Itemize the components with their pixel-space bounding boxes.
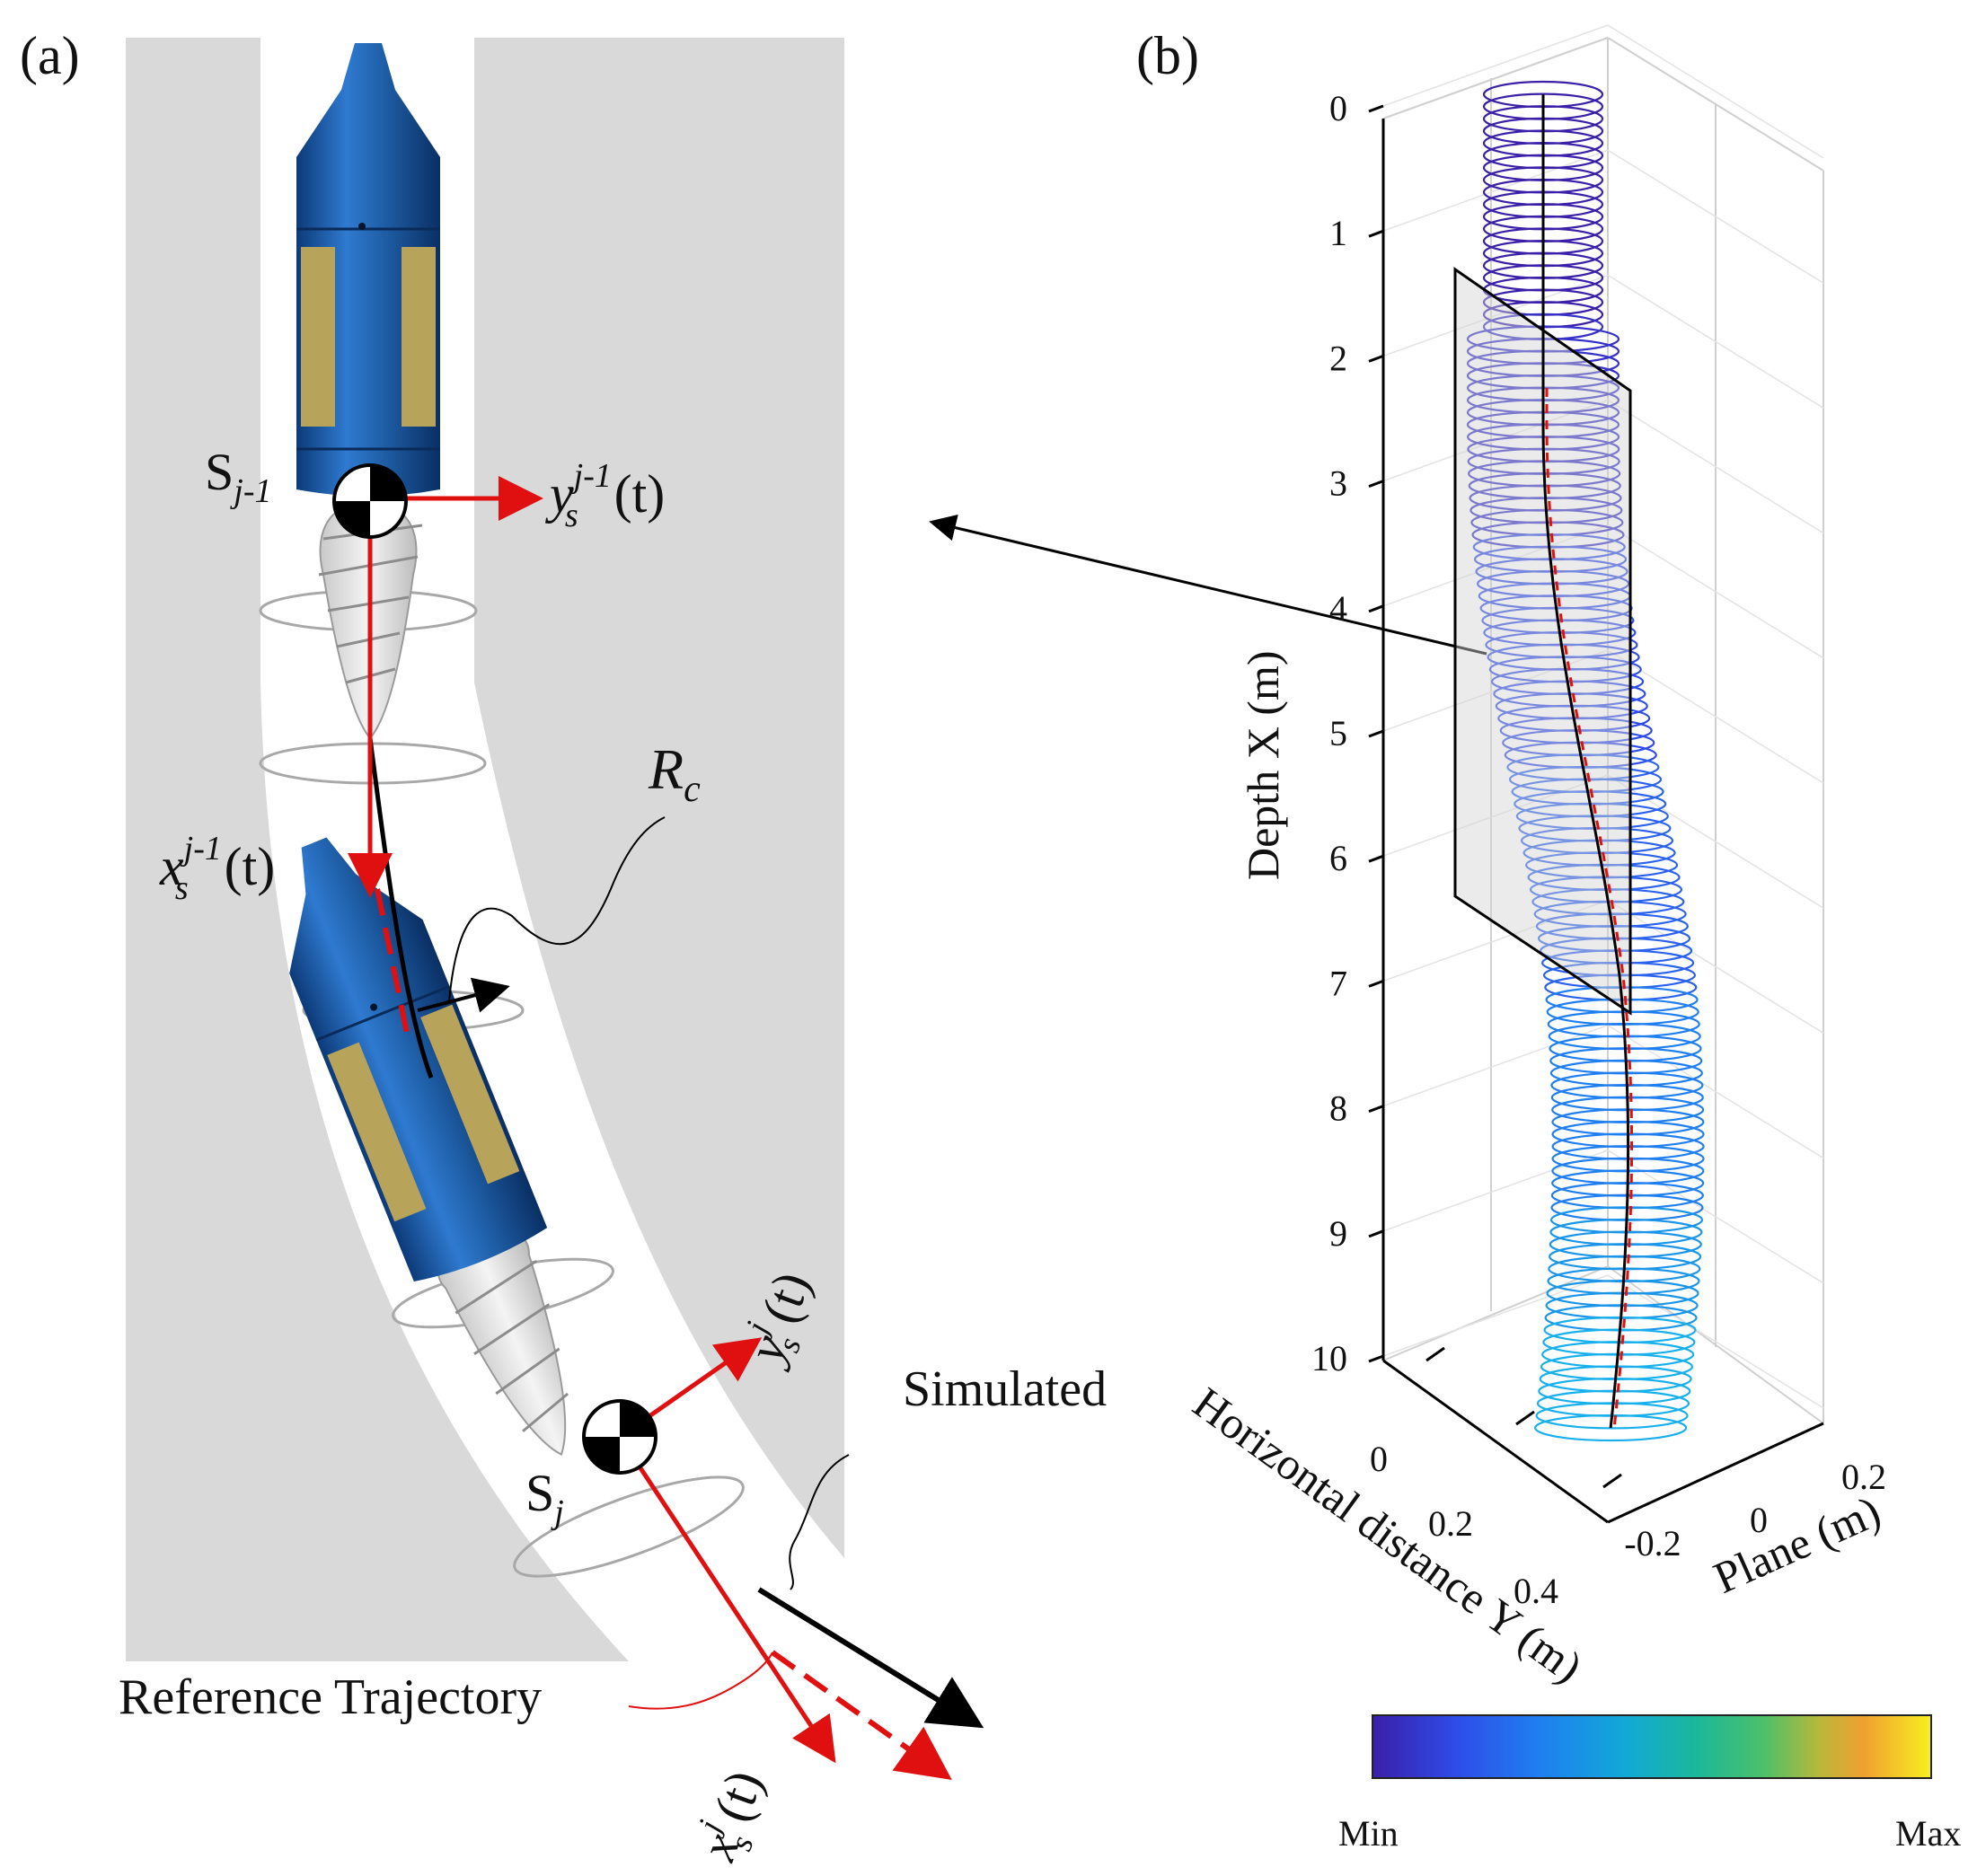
depth-tick-mark <box>1368 1105 1384 1114</box>
depth-tick-label: 5 <box>1329 713 1347 753</box>
horizontal-axis-line <box>1382 1359 1609 1524</box>
reference-trajectory-arrow <box>771 1650 952 1780</box>
centerline-simulated <box>1541 94 1630 1429</box>
simulated-trajectory-path <box>367 737 434 1079</box>
depth-tick-mark <box>1368 480 1384 489</box>
plane-tick-label: 0 <box>1750 1500 1768 1540</box>
grid-line <box>1607 649 1824 784</box>
grid-line <box>1607 149 1824 284</box>
depth-tick-label: 9 <box>1329 1213 1347 1254</box>
depth-tick-mark <box>1368 354 1384 363</box>
depth-ticks: 0 1 2 3 4 5 6 7 8 9 10 <box>1311 88 1384 1378</box>
simulated-label: Simulated <box>903 1361 1107 1417</box>
grid-line <box>1382 1274 1609 1357</box>
reference-leader <box>628 1651 773 1710</box>
s-prev-label: Sj-1 <box>205 443 271 510</box>
depth-tick-label: 3 <box>1329 463 1347 504</box>
panel-b-label: (b) <box>1136 26 1199 85</box>
depth-axis-label: Depth X (m) <box>1238 651 1288 881</box>
centerline-reference <box>1545 388 1634 1429</box>
grid-line <box>1382 774 1609 857</box>
plane-axis-label: Plane (m) <box>1707 1485 1888 1603</box>
grid-line <box>1382 524 1609 607</box>
colorbar-max-label: Max <box>1895 1813 1961 1854</box>
tool-lower <box>289 837 569 1457</box>
depth-tick-label: 8 <box>1329 1088 1347 1129</box>
grid-line <box>1607 274 1824 410</box>
formation-wall-right <box>474 38 844 1558</box>
horizontal-tick-mark <box>1515 1410 1535 1426</box>
horizontal-tick-mark <box>1602 1473 1622 1489</box>
grid-line <box>1607 1024 1824 1159</box>
horizontal-tick-label: 0.4 <box>1514 1571 1558 1611</box>
simulated-leader <box>789 1454 850 1590</box>
depth-tick-label: 0 <box>1329 88 1347 128</box>
com-marker-prev <box>332 463 408 539</box>
horizontal-tick-mark <box>1425 1346 1445 1362</box>
grid-line <box>1607 899 1824 1035</box>
depth-tick-mark <box>1368 1354 1384 1363</box>
colorbar <box>1372 1714 1932 1779</box>
grid-line <box>1382 149 1609 232</box>
x-axis-curr-arrow <box>617 1435 836 1764</box>
depth-tick-mark <box>1368 729 1384 738</box>
depth-tick-mark <box>1368 979 1384 988</box>
grid-lines <box>1382 24 1824 1409</box>
rc-leader <box>448 816 666 1002</box>
grid-line <box>1382 24 1609 107</box>
depth-tick-mark <box>1368 229 1384 238</box>
grid-line <box>1607 774 1824 909</box>
colorbar-min-label: Min <box>1338 1813 1399 1854</box>
depth-tick-mark <box>1368 1229 1384 1238</box>
depth-tick-label: 7 <box>1329 963 1347 1003</box>
grid-line <box>1607 524 1824 659</box>
reference-trajectory-upper <box>375 888 411 1043</box>
horizontal-tick-label: 0 <box>1370 1439 1388 1479</box>
depth-tick-mark <box>1368 604 1384 613</box>
depth-tick-label: 10 <box>1311 1338 1347 1378</box>
zoom-connector-arrow <box>929 514 1487 656</box>
plane-axis-line <box>1607 1422 1824 1524</box>
horizontal-axis-label: Horizontal distance Y (m) <box>1185 1378 1592 1693</box>
depth-tick-label: 6 <box>1329 838 1347 878</box>
plane-tick-label: 0.2 <box>1841 1457 1886 1497</box>
depth-tick-label: 1 <box>1329 213 1347 253</box>
com-marker-curr <box>582 1399 658 1475</box>
reference-trajectory-label: Reference Trajectory <box>119 1669 542 1725</box>
s-curr-label: Sj <box>525 1464 564 1531</box>
grid-line <box>1607 399 1824 534</box>
horizontal-ticks: 0 0.2 0.4 <box>1370 1346 1622 1611</box>
depth-tick-mark <box>1368 854 1384 863</box>
simulated-trajectory-arrow <box>757 1587 984 1729</box>
panel-a: (a) <box>20 26 1107 1872</box>
plane-tick-label: -0.2 <box>1624 1523 1681 1563</box>
formation-wall-left <box>126 38 629 1661</box>
grid-line <box>1607 1149 1824 1284</box>
panel-a-label: (a) <box>20 26 80 85</box>
grid-line <box>1607 24 1824 159</box>
grid-line <box>1382 1024 1609 1107</box>
panel-b: (b) 0 1 2 3 4 5 6 7 8 9 10 0 0.2 0.4 -0.2 0 0.2 <box>1136 24 1961 1854</box>
rc-arrow <box>417 977 510 1013</box>
depth-tick-label: 4 <box>1329 588 1347 629</box>
depth-tick-mark <box>1368 104 1384 113</box>
section-plane <box>1453 267 1632 1016</box>
depth-tick-label: 2 <box>1329 338 1347 378</box>
grid-line <box>1607 1274 1824 1409</box>
x-curr-label: xjs(t) <box>683 1761 781 1872</box>
rc-label: Rc <box>648 737 701 810</box>
plane-ticks: -0.2 0 0.2 <box>1624 1457 1886 1563</box>
horizontal-tick-label: 0.2 <box>1428 1503 1473 1544</box>
